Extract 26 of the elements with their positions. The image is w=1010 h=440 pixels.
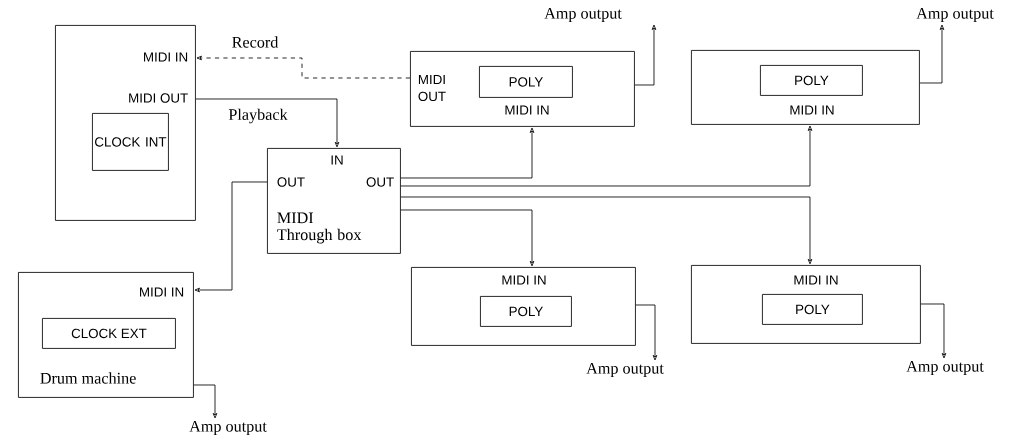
edge-label: Playback <box>227 107 290 125</box>
connector-arrow <box>635 304 658 361</box>
mode-box: CLOCK INT <box>92 113 169 171</box>
connector-arrow <box>194 181 268 293</box>
output-label: Amp output <box>586 362 664 378</box>
connector-arrow <box>920 303 947 359</box>
mode-box: POLY <box>760 65 863 96</box>
connector-arrow <box>400 127 535 179</box>
mode-box: POLY <box>480 296 572 327</box>
output-label: Amp output <box>544 7 622 23</box>
mode-box: POLY <box>762 294 863 325</box>
edge-label: Record <box>230 34 280 50</box>
connector-arrow <box>634 24 657 86</box>
connector-arrow <box>196 55 411 79</box>
connector-arrow <box>193 384 218 419</box>
connector-arrow <box>919 24 945 84</box>
output-label: Amp output <box>189 420 267 436</box>
mode-box: CLOCK EXT <box>42 318 176 349</box>
through-box: IN OUT OUT MIDI Through box <box>267 148 401 254</box>
connector-arrow <box>400 125 813 187</box>
connector-arrow <box>195 98 340 148</box>
output-label: Amp output <box>906 360 984 376</box>
output-label: Amp output <box>916 7 994 23</box>
connector-arrow <box>400 196 813 265</box>
connector-arrow <box>400 209 535 267</box>
mode-box: POLY <box>479 66 573 98</box>
